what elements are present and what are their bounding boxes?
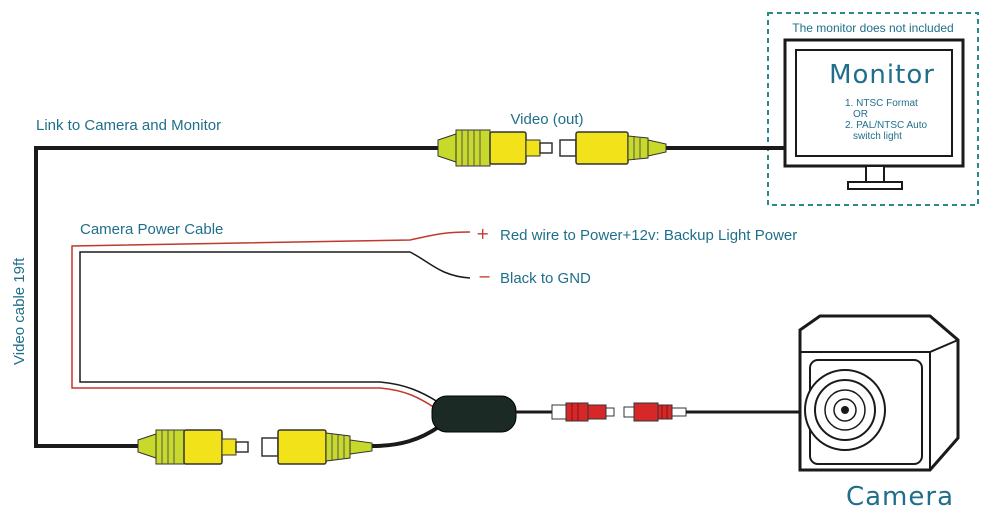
monitor-title: Monitor [829,60,935,90]
video-cable-top [34,146,440,448]
video-out-label: Video (out) [510,111,583,128]
power-cable-red-wire [71,231,471,409]
monitor-not-included-label: The monitor does not included [792,21,953,35]
monitor-note-1: 1. NTSC Format [845,98,918,109]
monitor-not-included-box [767,12,979,206]
rca-connector-bottom-right [261,429,373,465]
black-wire-label: Black to GND [500,270,591,287]
power-cable-label: Camera Power Cable [80,221,223,238]
monitor-note-or: OR [853,109,868,120]
monitor-note-2: 2. PAL/NTSC Auto [845,120,928,131]
minus-sign: − [478,267,491,286]
red-connector-left [551,402,615,422]
link-label: Link to Camera and Monitor [36,117,221,134]
video-cable-bottom-right [371,424,442,448]
rca-connector-bottom-left [137,429,249,465]
plus-sign: + [476,224,489,243]
red-wire-label: Red wire to Power+12v: Backup Light Powe… [500,227,797,244]
monitor-icon [783,38,965,190]
camera-label: Camera [846,482,954,512]
rca-connector-top-left [437,129,553,167]
rca-connector-top-right [559,131,667,165]
video-cable-label: Video cable 19ft [11,257,28,365]
power-cable-black-wire [79,251,471,403]
monitor-note-2b: switch light [853,131,902,142]
camera-icon [798,314,960,472]
junction-module [431,395,517,433]
red-connector-right [623,402,687,422]
